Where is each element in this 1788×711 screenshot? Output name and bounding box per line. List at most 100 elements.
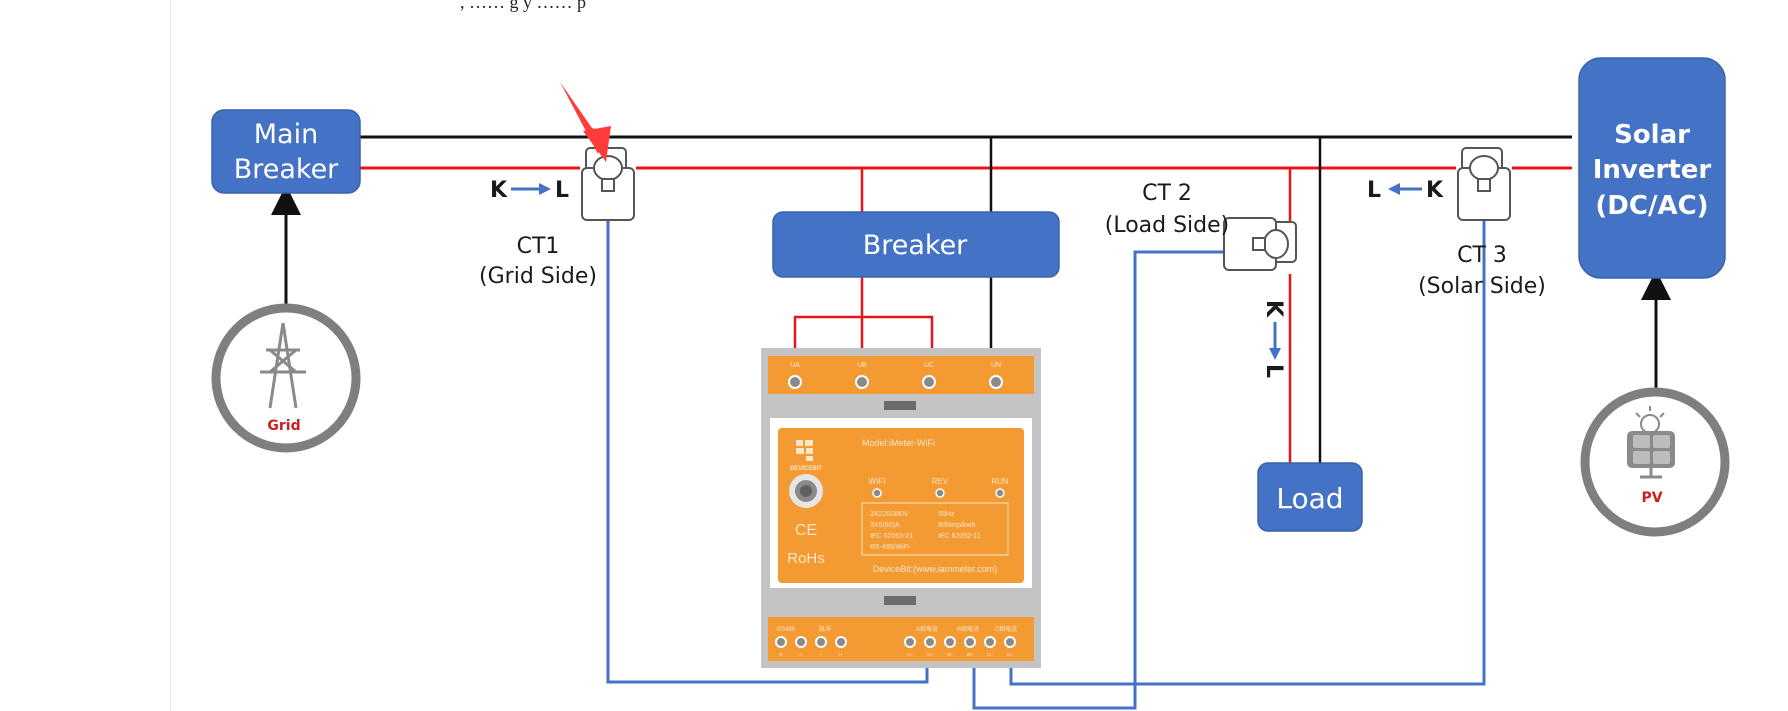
terminal-screw-icon (964, 636, 976, 648)
terminal-screw-icon (989, 375, 1003, 389)
spec-line: 50Hz (938, 511, 955, 518)
ct2-k-label: K (1261, 300, 1286, 318)
terminal-screw-icon (855, 375, 869, 389)
model-label: Model:iMeter-WiFi (862, 438, 935, 448)
button-knob-icon (789, 474, 823, 508)
spec-line: RS-485/WiFi (870, 544, 910, 551)
grid-source: Grid (211, 303, 361, 453)
ct3-l-label: L (1367, 178, 1381, 203)
rohs-mark: RoHs (787, 550, 825, 567)
ct2-direction: K L (1261, 300, 1286, 378)
breaker-box: Breaker (772, 211, 1060, 278)
ct2-signal-wire (972, 250, 1240, 710)
brand-label: DEVICEBIT (790, 466, 822, 472)
terminal-group-label: C相电流 (995, 625, 1017, 633)
clipped-header-text: , …… g y …… p (460, 0, 586, 12)
inverter-label-line1: Solar (1614, 120, 1690, 150)
terminal-label: IC+ (1006, 652, 1014, 657)
terminal-screw-icon (924, 636, 936, 648)
main-breaker-label-line1: Main (254, 119, 318, 150)
inverter-label-line3: (DC/AC) (1595, 191, 1708, 221)
spec-line: IEC 62053-21 (870, 533, 913, 540)
led-label-wifi: WIFI (869, 477, 886, 486)
ct2-side: (Load Side) (1105, 213, 1230, 238)
terminal-group-label: RS485 (777, 627, 796, 633)
spec-line: 800imp/kwh (938, 522, 975, 529)
ct1-signal-wire (606, 214, 929, 684)
din-clip-top (884, 401, 916, 410)
status-leds: WIFI REV RUN (869, 477, 1009, 498)
pv-label: PV (1641, 490, 1662, 506)
terminal-screw-icon (922, 375, 936, 389)
pointer-arrow-icon (560, 82, 611, 162)
terminal-screw-icon (1004, 636, 1016, 648)
main-breaker-box: Main Breaker (211, 109, 361, 194)
devicebit-logo-icon (796, 440, 813, 461)
page-left-border (170, 0, 171, 711)
ct3-signal-wire (1009, 214, 1486, 686)
led-indicator-icon (995, 488, 1005, 498)
load-label: Load (1276, 482, 1343, 515)
top-terminal-strip (768, 356, 1034, 394)
spec-line: 3X220/380V (870, 511, 909, 518)
terminal-screw-icon (904, 636, 916, 648)
spec-box (861, 502, 1009, 556)
solar-panel-icon (1627, 406, 1675, 479)
top-terminals: UA UB UC UN (788, 362, 1003, 389)
website-label: DeviceBit:(www.iammeter.com) (873, 564, 998, 574)
pv-source: PV (1580, 387, 1730, 537)
terminal-label-ub: UB (857, 362, 867, 369)
led-indicator-icon (935, 488, 945, 498)
ct3-k-label: K (1426, 178, 1444, 203)
terminal-screw-icon (984, 636, 996, 648)
ct1-name: CT1 (517, 234, 560, 259)
front-label-panel (778, 428, 1024, 583)
terminal-label-un: UN (991, 362, 1001, 369)
ct3-side: (Solar Side) (1418, 274, 1546, 299)
terminal-label: IB- (947, 652, 953, 657)
terminal-screw-icon (944, 636, 956, 648)
led-label-rev: REV (932, 477, 949, 486)
terminal-screw-icon (775, 636, 787, 648)
terminal-label-ua: UA (790, 362, 800, 369)
terminal-group-label: A相电流 (916, 625, 938, 633)
ct1-k-label: K (490, 178, 508, 203)
breaker-label: Breaker (863, 230, 968, 261)
spec-line: IEC 62052-11 (938, 533, 981, 540)
ce-mark: CE (795, 522, 817, 539)
ct3-direction: L K (1367, 178, 1444, 203)
inverter-label-line2: Inverter (1593, 155, 1712, 185)
terminal-label: IB+ (967, 652, 974, 657)
terminal-label-uc: UC (924, 362, 934, 369)
ct3-name: CT 3 (1457, 243, 1507, 268)
terminal-screw-icon (815, 636, 827, 648)
spec-left-column: 3X220/380V 3X5(60)A IEC 62053-21RS-485/WiF… (870, 511, 913, 551)
ct1-side: (Grid Side) (479, 264, 597, 289)
din-clip-bottom (884, 596, 916, 605)
arrow-down-icon (1269, 348, 1281, 360)
transmission-tower-icon (260, 322, 306, 409)
ct1-direction: K L (490, 178, 569, 203)
meter-phase-bridge (793, 315, 934, 348)
load-box: Load (1257, 462, 1363, 532)
terminal-label: I- (820, 652, 823, 657)
terminal-label: IC- (987, 652, 994, 657)
terminal-label: IA+ (927, 652, 934, 657)
solar-inverter-box: Solar Inverter (DC/AC) (1578, 57, 1726, 279)
ct1-clamp-icon (581, 147, 635, 221)
imeter-device: UA UB UC UN DEVICEBIT CE RoHs Model:iMeter-… (761, 348, 1041, 668)
terminal-label: A (799, 652, 802, 657)
ct2-name: CT 2 (1142, 181, 1192, 206)
terminal-label: B (779, 652, 782, 657)
ct2-l-label: L (1261, 364, 1286, 378)
arrow-right-icon (539, 183, 551, 195)
spec-line: 3X5(60)A (870, 522, 900, 529)
main-breaker-label-line2: Breaker (234, 154, 339, 185)
led-label-run: RUN (991, 477, 1009, 486)
led-indicator-icon (872, 488, 882, 498)
terminal-screw-icon (835, 636, 847, 648)
